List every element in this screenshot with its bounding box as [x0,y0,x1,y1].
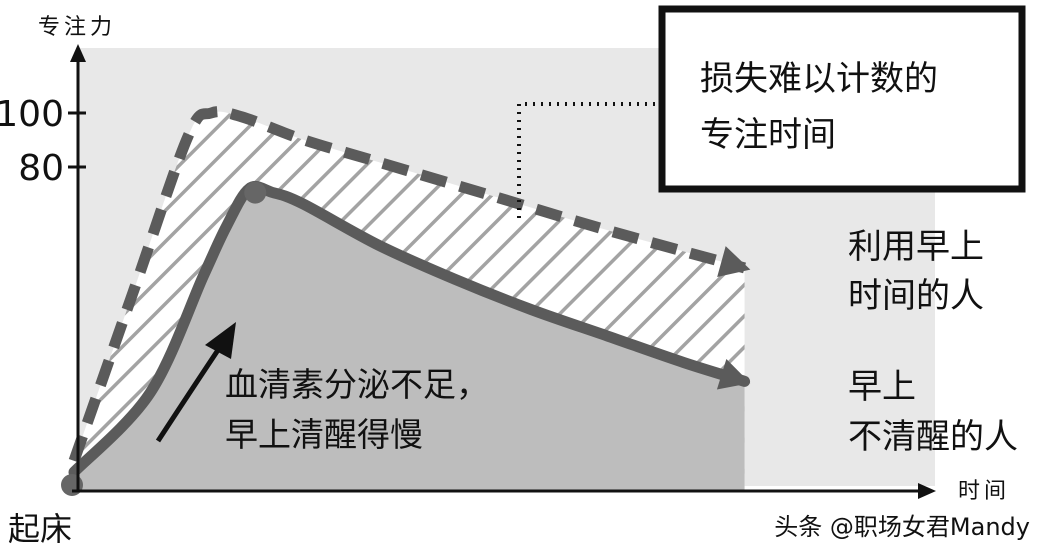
series-line-early-users [68,106,747,463]
series-line-not-awake [68,180,751,478]
series-label-early-line-1: 利用早上 [848,227,984,267]
callout-box [658,5,1026,193]
y-tick-label-100: 100 [0,94,64,135]
actual-focus-filled-area [74,186,745,491]
y-axis-arrow-icon [70,44,86,62]
series-label-notawake-line-2: 不清醒的人 [848,417,1018,457]
wake-up-point [61,474,83,496]
rise-arrow-shaft [155,348,221,443]
y-tick-label-80: 80 [18,148,64,189]
y-axis-label: 专注力 [38,15,116,40]
series-label-notawake-line-1: 早上 [848,367,916,407]
callout-line-2: 专注时间 [700,115,836,155]
rise-arrow-head-icon [205,322,236,359]
series-label-early-line-2: 时间的人 [848,276,984,316]
x-origin-label: 起床 [8,510,72,548]
watermark: 头条 @职场女君Mandy [774,513,1030,541]
solid-curve-peak-point [244,181,267,204]
callout-connector [517,102,660,218]
x-axis-arrow-icon [918,483,936,499]
series-arrowhead-early-users [717,246,751,278]
callout-line-1: 损失难以计数的 [700,59,938,99]
series-arrowhead-not-awake [716,358,751,390]
rise-note-line-1: 血清素分泌不足， [225,365,489,404]
rise-note-line-2: 早上清醒得慢 [225,415,423,454]
x-axis-label: 时间 [958,479,1010,504]
